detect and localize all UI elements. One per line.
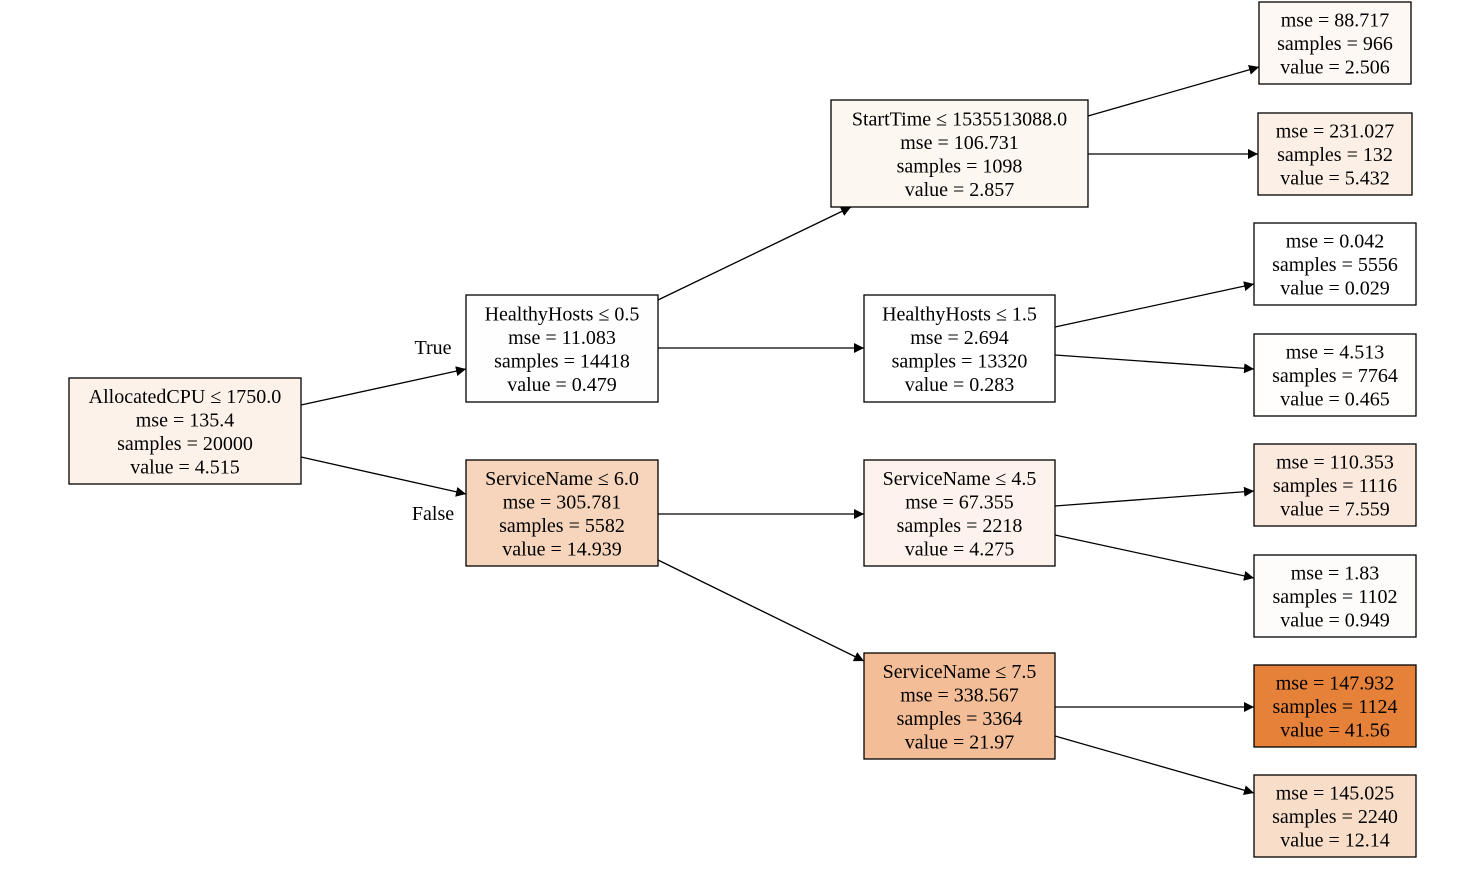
node-value: value = 41.56 bbox=[1280, 720, 1390, 742]
edge-n9-to-n11 bbox=[1054, 534, 1255, 581]
node-value: value = 14.939 bbox=[502, 538, 622, 560]
node-box bbox=[1253, 664, 1417, 748]
node-samples: samples = 7764 bbox=[1272, 365, 1398, 387]
node-mse: mse = 147.932 bbox=[1276, 673, 1395, 695]
node-mse: mse = 305.781 bbox=[503, 491, 622, 513]
node-value: value = 0.479 bbox=[507, 374, 617, 396]
node-samples: samples = 1116 bbox=[1273, 475, 1397, 497]
node-box bbox=[465, 459, 659, 567]
edge-n9-to-n10 bbox=[1054, 486, 1255, 507]
node-samples: samples = 1124 bbox=[1273, 696, 1398, 718]
node-mse: mse = 145.025 bbox=[1276, 783, 1395, 805]
node-samples: samples = 5556 bbox=[1272, 254, 1398, 276]
node-samples: samples = 20000 bbox=[117, 433, 253, 455]
node-box bbox=[1253, 774, 1417, 858]
node-samples: samples = 2218 bbox=[897, 515, 1023, 537]
node-box bbox=[863, 459, 1056, 567]
node-samples: samples = 14418 bbox=[494, 350, 630, 372]
node-value: value = 2.857 bbox=[905, 179, 1015, 201]
node-mse: mse = 135.4 bbox=[136, 409, 235, 431]
node-box bbox=[863, 294, 1056, 403]
node-mse: mse = 2.694 bbox=[910, 327, 1009, 349]
node-mse: mse = 67.355 bbox=[905, 491, 1014, 513]
node-value: value = 2.506 bbox=[1280, 57, 1390, 79]
node-box bbox=[830, 99, 1089, 208]
node-box bbox=[1253, 333, 1417, 417]
node-mse: mse = 4.513 bbox=[1286, 342, 1385, 364]
node-value: value = 7.559 bbox=[1280, 499, 1390, 521]
node-value: value = 5.432 bbox=[1280, 168, 1390, 190]
node-split-condition: ServiceName ≤ 7.5 bbox=[883, 661, 1037, 683]
node-split-condition: StartTime ≤ 1535513088.0 bbox=[852, 108, 1067, 130]
node-samples: samples = 2240 bbox=[1272, 806, 1398, 828]
node-mse: mse = 106.731 bbox=[900, 132, 1019, 154]
node-value: value = 0.465 bbox=[1280, 389, 1390, 411]
node-mse: mse = 0.042 bbox=[1286, 231, 1385, 253]
node-samples: samples = 5582 bbox=[499, 515, 625, 537]
node-value: value = 12.14 bbox=[1280, 830, 1390, 852]
node-box bbox=[1253, 222, 1417, 306]
node-mse: mse = 11.083 bbox=[508, 327, 616, 349]
node-samples: samples = 1098 bbox=[897, 155, 1023, 177]
node-samples: samples = 966 bbox=[1277, 33, 1393, 55]
node-value: value = 4.515 bbox=[130, 456, 240, 478]
edge-n5-to-n6 bbox=[1054, 281, 1255, 328]
edge-label-true: True bbox=[414, 337, 451, 359]
node-value: value = 4.275 bbox=[905, 538, 1015, 560]
node-samples: samples = 1102 bbox=[1273, 586, 1398, 608]
node-box bbox=[863, 652, 1056, 760]
node-split-condition: HealthyHosts ≤ 1.5 bbox=[882, 303, 1037, 325]
node-value: value = 0.949 bbox=[1280, 610, 1390, 632]
edge-root-to-n8 bbox=[300, 456, 467, 497]
node-box bbox=[68, 377, 302, 485]
node-box bbox=[1257, 112, 1413, 196]
edge-root-to-n1 bbox=[300, 366, 467, 406]
node-box bbox=[1253, 554, 1417, 638]
node-box bbox=[1258, 1, 1412, 85]
node-split-condition: AllocatedCPU ≤ 1750.0 bbox=[89, 386, 282, 408]
node-split-condition: HealthyHosts ≤ 0.5 bbox=[485, 303, 640, 325]
node-mse: mse = 110.353 bbox=[1276, 452, 1394, 474]
node-mse: mse = 231.027 bbox=[1276, 121, 1395, 143]
edge-n8-to-n12 bbox=[657, 559, 865, 662]
node-box bbox=[1253, 443, 1417, 527]
node-samples: samples = 132 bbox=[1277, 144, 1393, 166]
node-samples: samples = 13320 bbox=[892, 350, 1028, 372]
node-value: value = 0.283 bbox=[905, 374, 1015, 396]
node-samples: samples = 3364 bbox=[897, 708, 1023, 730]
edge-n2-to-n3 bbox=[1087, 64, 1260, 117]
edge-n5-to-n7 bbox=[1054, 354, 1255, 374]
node-mse: mse = 338.567 bbox=[900, 684, 1019, 706]
node-split-condition: ServiceName ≤ 4.5 bbox=[883, 468, 1037, 490]
node-box bbox=[465, 294, 659, 403]
edge-label-false: False bbox=[412, 503, 454, 525]
node-split-condition: ServiceName ≤ 6.0 bbox=[485, 468, 639, 490]
node-mse: mse = 1.83 bbox=[1291, 563, 1380, 585]
node-value: value = 0.029 bbox=[1280, 278, 1390, 300]
node-mse: mse = 88.717 bbox=[1281, 10, 1390, 32]
edge-n12-to-n14 bbox=[1054, 735, 1255, 796]
node-value: value = 21.97 bbox=[905, 731, 1015, 753]
edge-n1-to-n2 bbox=[657, 206, 852, 301]
